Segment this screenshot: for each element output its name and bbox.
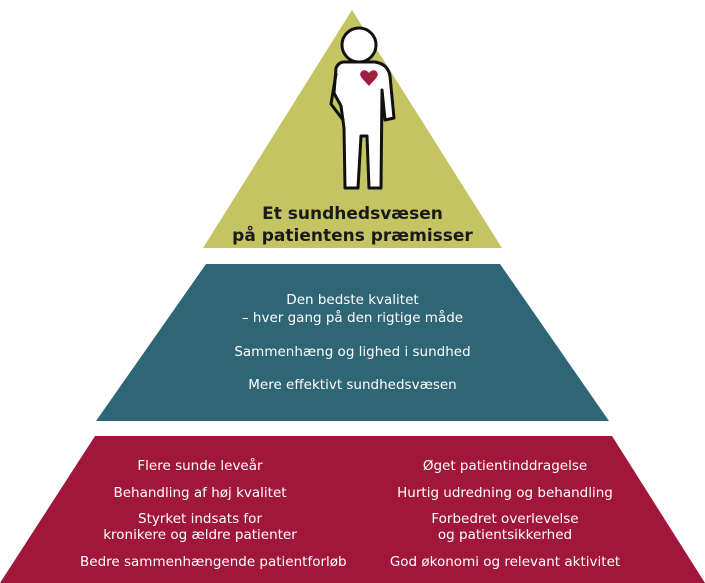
bottom-right-item-3a: Forbedret overlevelse — [431, 511, 579, 527]
middle-item-1: Den bedste kvalitet — [286, 292, 419, 308]
bottom-right-item-2: Hurtig udredning og behandling — [397, 485, 613, 501]
bottom-left-item-2: Behandling af høj kvalitet — [113, 485, 287, 501]
pyramid-middle-tier — [96, 264, 609, 421]
pyramid-bottom-tier — [0, 436, 705, 583]
top-title-line-2: på patientens præmisser — [232, 226, 473, 246]
top-title-line-1: Et sundhedsvæsen — [262, 204, 443, 224]
middle-item-1b: – hver gang på den rigtige måde — [241, 310, 464, 326]
bottom-right-item-1: Øget patientinddragelse — [422, 458, 588, 474]
top-tier-title: Et sundhedsvæsen på patientens præmisser — [0, 203, 705, 247]
bottom-left-item-3a: Styrket indsats for — [138, 511, 262, 527]
bottom-left-item-4: Bedre sammenhængende patientforløb — [80, 554, 347, 570]
middle-item-2: Sammenhæng og lighed i sundhed — [234, 344, 471, 360]
person-with-heart-icon — [329, 26, 396, 190]
bottom-left-item-1: Flere sunde leveår — [137, 458, 263, 474]
bottom-right-item-3b: og patientsikkerhed — [437, 527, 573, 543]
bottom-right-item-4: God økonomi og relevant aktivitet — [389, 554, 621, 570]
heart-icon — [360, 70, 378, 86]
bottom-left-item-3b: kronikere og ældre patienter — [103, 527, 297, 543]
middle-item-3: Mere effektivt sundhedsvæsen — [248, 377, 457, 393]
